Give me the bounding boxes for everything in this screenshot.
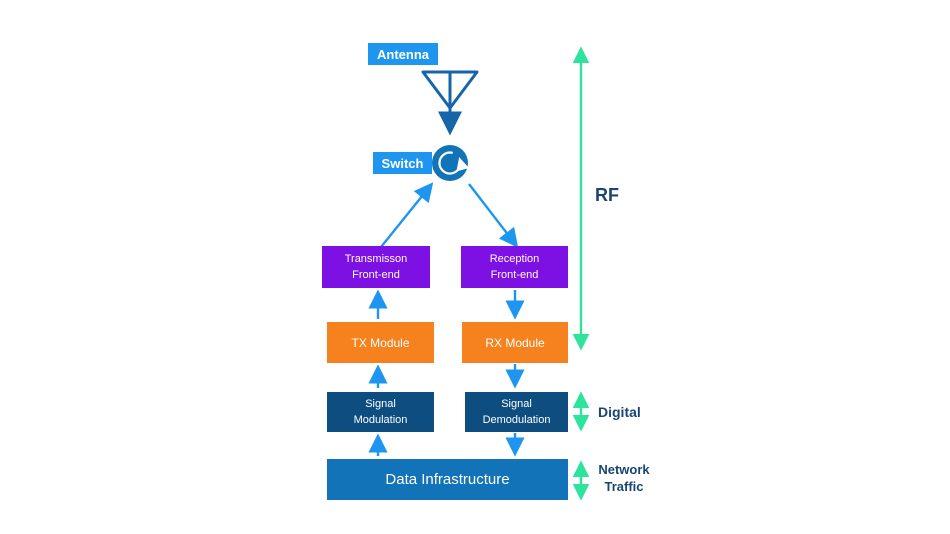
digital-section-label: Digital xyxy=(598,404,641,420)
node-data-infrastructure: Data Infrastructure xyxy=(327,459,568,500)
switch-label: Switch xyxy=(373,152,432,174)
arrow-switch-to-rxfrontend xyxy=(468,183,519,248)
node-rx-module: RX Module xyxy=(462,322,568,363)
node-signal-demodulation: Signal Demodulation xyxy=(465,392,568,432)
circulator-switch-icon xyxy=(432,145,470,181)
arrow-txfrontend-to-switch xyxy=(380,182,434,248)
node-signal-modulation: Signal Modulation xyxy=(327,392,434,432)
network-traffic-section-label: Network Traffic xyxy=(598,462,650,494)
antenna-icon xyxy=(421,70,479,136)
antenna-label: Antenna xyxy=(368,43,438,65)
rotate-arrow-icon xyxy=(438,151,470,175)
node-transmission-frontend: Transmisson Front-end xyxy=(322,246,430,288)
node-tx-module: TX Module xyxy=(327,322,434,363)
rf-section-label: RF xyxy=(595,185,619,205)
node-reception-frontend: Reception Front-end xyxy=(461,246,568,288)
